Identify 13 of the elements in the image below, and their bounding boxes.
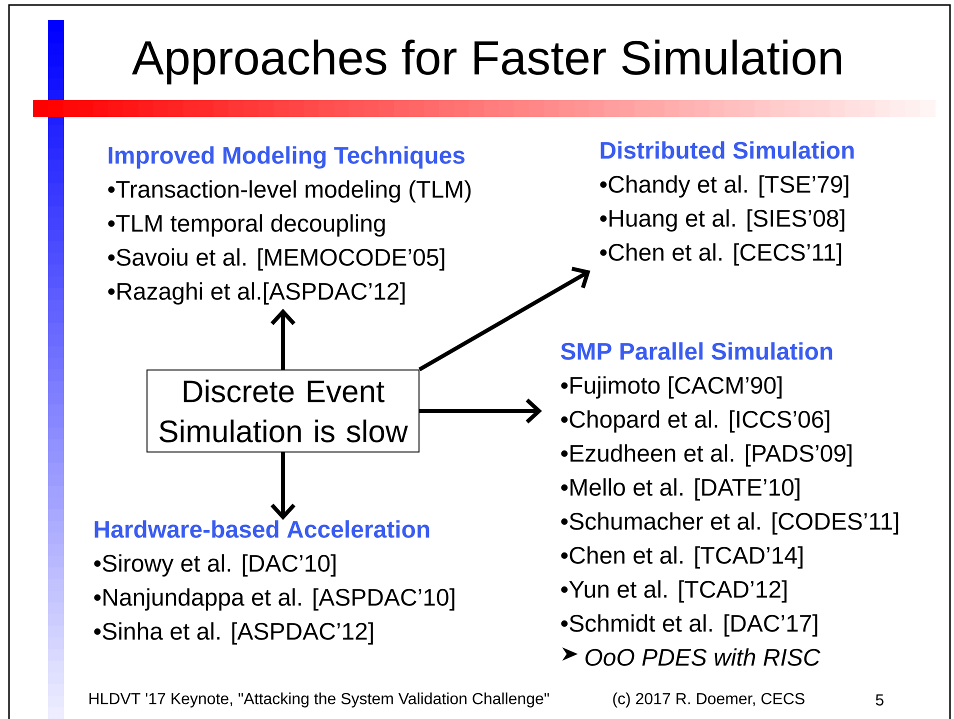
reference-list: Distributed Simulation •Chandy et al. [TSE’79] •Huang et al. [SIES’08] •Chen et al. [CECS’11]: [600, 141, 854, 266]
footer-text: (c) 2017 R. Doemer, CECS: [613, 692, 804, 708]
reference-list: SMP Parallel Simulation •Fujimoto [CACM’90] •Chopard et al. [ICCS’06] •Ezudheen et al. [PADS’09] •Mello et al. [DATE’10] •Schumacher et al. [CODES’11] •Chen et al. [TCAD’14] •Yun et al. [TCAD’12] •Schmidt et al. [DAC’17] OoO PDES with RISC: [560, 342, 898, 666]
slide-title: Approaches for Faster Simulation: [132, 40, 841, 84]
footer-text: HLDVT '17 Keynote, "Attacking the System Validation Challenge": [90, 692, 549, 708]
arrow: [270, 308, 296, 370]
process-box: Discrete Event Simulation is slow: [146, 370, 420, 452]
reference-list: Hardware-based Acceleration •Sirowy et al. [DAC’10] •Nanjundappa et al. [ASPDAC’10] •Sinha et al. [ASPDAC’12]: [94, 520, 454, 645]
footer-text: 5: [876, 694, 884, 706]
reference-list: Improved Modeling Techniques •Transaction-level modeling (TLM) •TLM temporal decoupling •Savoiu et al. [MEMOCODE’05] •Razaghi et al.[ASPDAC’12]: [108, 146, 471, 305]
arrow: [420, 398, 542, 424]
arrow: [270, 452, 296, 520]
arrow: [418, 266, 590, 372]
